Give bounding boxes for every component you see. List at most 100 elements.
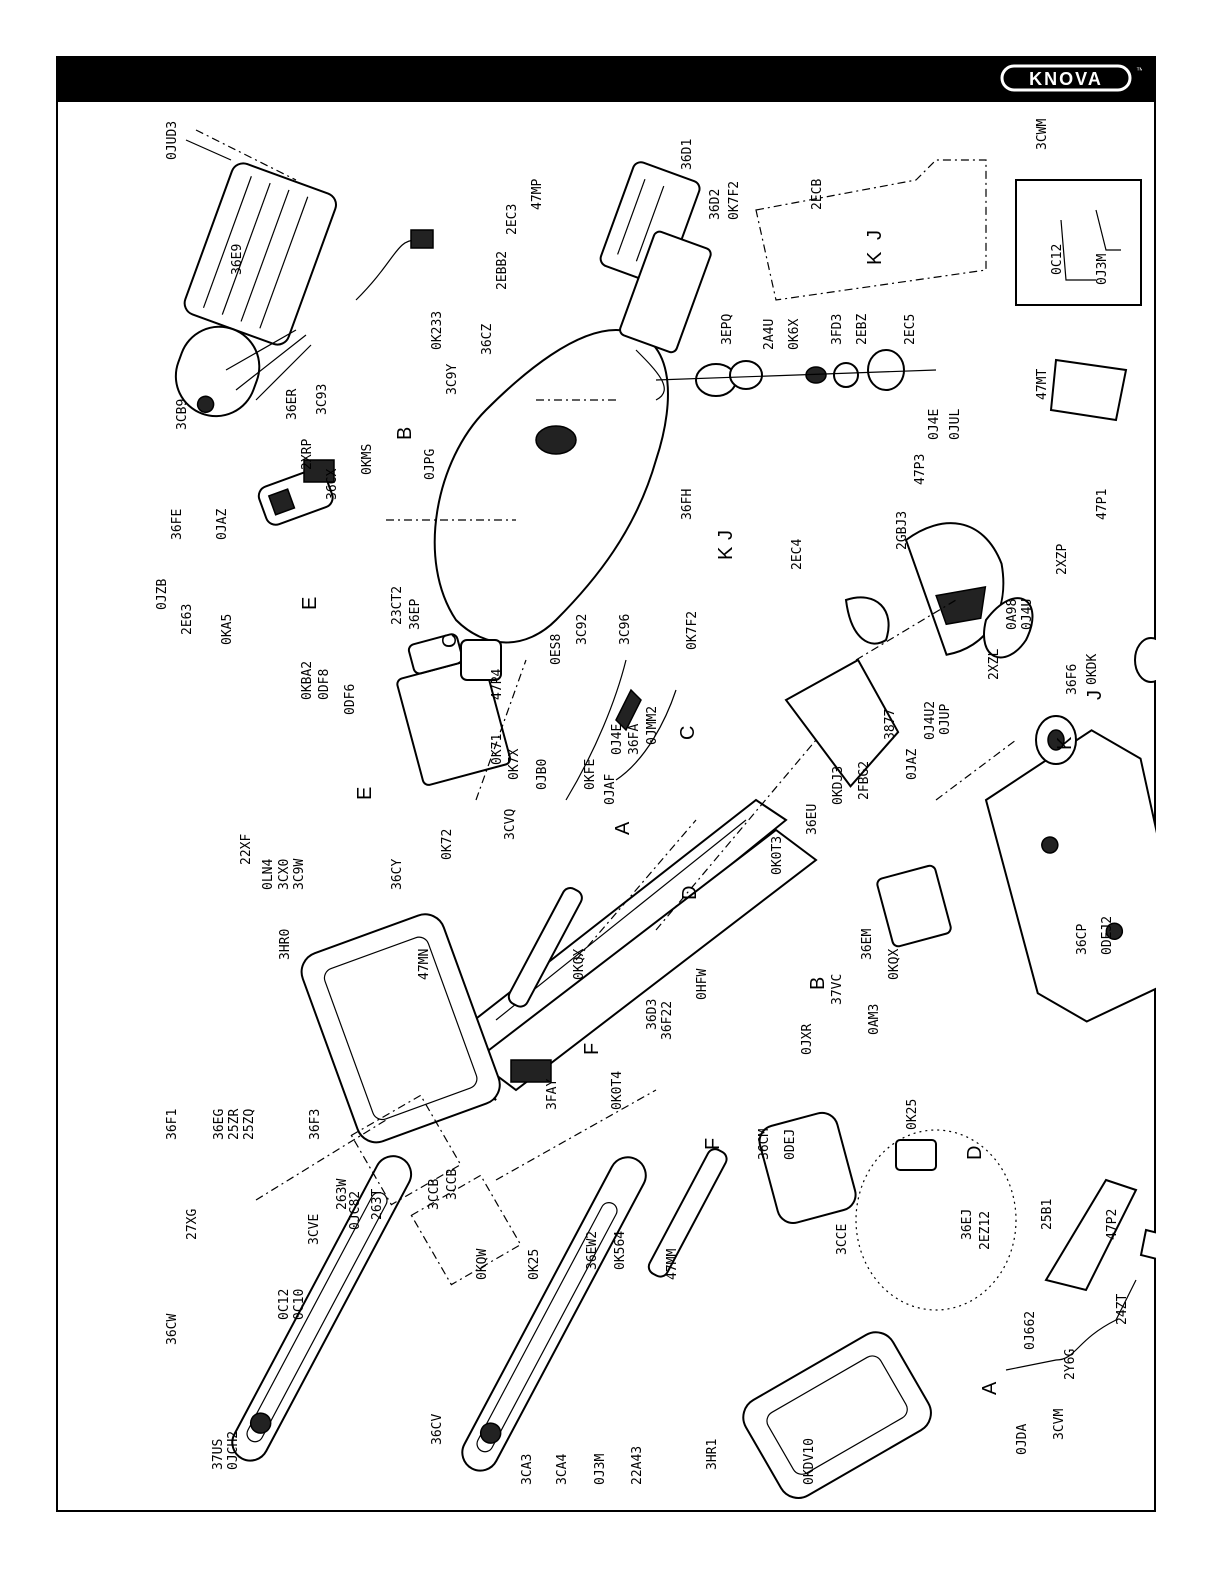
guard-bracket: [635, 349, 665, 401]
label-263W: 263W: [335, 1179, 350, 1210]
upper-guard: [433, 328, 669, 644]
label-47P3: 47P3: [913, 454, 928, 485]
letter-A-rail: A: [612, 821, 634, 835]
letter-F-rail: F: [581, 1043, 603, 1055]
label-0J4U: 0J4U: [1020, 599, 1035, 630]
label-36D1: 36D1: [680, 139, 695, 170]
label-37VC: 37VC: [830, 974, 845, 1005]
label-263T: 263T: [370, 1189, 385, 1220]
header-bar: [56, 56, 1156, 102]
plate-36EJ: [1044, 1178, 1138, 1292]
label-0J4E-a: 0J4E: [927, 409, 942, 440]
label-0JCH2: 0JCH2: [226, 1431, 241, 1470]
label-0A98: 0A98: [1005, 599, 1020, 630]
label-36CV: 36CV: [430, 1414, 445, 1445]
guard-hub: [535, 425, 577, 455]
letter-D-plate: D: [964, 1146, 986, 1160]
label-36CY: 36CY: [390, 859, 405, 890]
label-27XG: 27XG: [185, 1209, 200, 1240]
label-47MT: 47MT: [1035, 369, 1050, 400]
knob-2XZL: [1035, 715, 1077, 765]
label-2EBZ: 2EBZ: [855, 314, 870, 345]
trademark-mark: ™: [1136, 66, 1142, 75]
key-0J3M: [1095, 209, 1121, 251]
label-0LN4: 0LN4: [261, 859, 276, 890]
label-3CCB-b: 3CCB: [445, 1169, 460, 1200]
letter-J-guard: J: [715, 530, 737, 540]
spring-3C92: [615, 688, 642, 732]
label-0C10: 0C10: [292, 1289, 307, 1320]
label-36F1: 36F1: [165, 1109, 180, 1140]
bar-3HR-rail: [507, 887, 583, 1008]
label-3CVM: 3CVM: [1052, 1409, 1067, 1440]
wrench-0C12: [1060, 219, 1096, 281]
label-3C93: 3C93: [315, 384, 330, 415]
label-3CVE: 3CVE: [307, 1214, 322, 1245]
label-3CVQ: 3CVQ: [503, 809, 518, 840]
label-0KQW: 0KQW: [475, 1249, 490, 1280]
group-3CCB-b: [410, 1174, 522, 1286]
label-47MP: 47MP: [530, 179, 545, 210]
label-0K0T4: 0K0T4: [610, 1071, 625, 1110]
knob-2XZP: [1134, 637, 1156, 683]
spring-3FAY: [510, 1059, 552, 1083]
label-2ECB: 2ECB: [810, 179, 825, 210]
label-0JUD3: 0JUD3: [165, 121, 180, 160]
label-0DF8: 0DF8: [317, 669, 332, 700]
label-36CX: 36CX: [325, 469, 340, 500]
letter-K-base: K: [1054, 736, 1076, 750]
label-36D2: 36D2: [708, 189, 723, 220]
label-3C96: 3C96: [618, 614, 633, 645]
collar-2EBZ: [833, 362, 859, 388]
brand-text: KNOVA: [1029, 69, 1103, 89]
label-0JB0: 0JB0: [535, 759, 550, 790]
cable-group-2ECB: [755, 159, 987, 301]
bracket-37VC: [895, 1139, 937, 1171]
label-36F22: 36F22: [660, 1001, 675, 1040]
label-2XZL: 2XZL: [987, 649, 1002, 680]
label-0DEJ: 0DEJ: [783, 1129, 798, 1160]
label-3HR1: 3HR1: [705, 1439, 720, 1470]
label-0JUL: 0JUL: [948, 409, 963, 440]
label-3CA3: 3CA3: [520, 1454, 535, 1485]
letter-B-bracket: B: [807, 977, 829, 990]
label-36FH: 36FH: [680, 489, 695, 520]
label-0ES8: 0ES8: [549, 634, 564, 665]
label-22XF: 22XF: [239, 834, 254, 865]
callout-labels: 0JUD3 36E9 0K233 3C93 3CB9 36ER 2XRP 36C…: [155, 119, 1130, 1485]
flange-2A4U: [729, 360, 763, 390]
label-47P2: 47P2: [1105, 1209, 1120, 1240]
part-2EC4: [844, 596, 890, 645]
letter-J-cable: J: [864, 230, 886, 240]
label-0HFW: 0HFW: [695, 969, 710, 1000]
label-25ZQ: 25ZQ: [242, 1109, 257, 1140]
label-0K0T3: 0K0T3: [770, 836, 785, 875]
letter-F-cover: F: [702, 1138, 724, 1150]
label-3FAY: 3FAY: [545, 1079, 560, 1110]
cap-2EC5: [867, 349, 905, 391]
label-0K25-b: 0K25: [527, 1249, 542, 1280]
label-3C9W: 3C9W: [292, 859, 307, 890]
label-36EW2: 36EW2: [585, 1231, 600, 1270]
letter-J-base: J: [1084, 690, 1106, 700]
letter-D-rail: D: [679, 886, 701, 900]
label-2XRP: 2XRP: [300, 439, 315, 470]
label-0J662: 0J662: [1023, 1311, 1038, 1350]
label-0AM3: 0AM3: [867, 1004, 882, 1035]
label-2A4U: 2A4U: [762, 319, 777, 350]
cover-3HR1: [742, 1331, 932, 1499]
label-47P4: 47P4: [490, 669, 505, 700]
label-2E63: 2E63: [180, 604, 195, 635]
cable-3CVM: [1005, 1279, 1137, 1371]
label-0JPG: 0JPG: [423, 449, 438, 480]
label-47MN: 47MN: [417, 949, 432, 980]
label-3CCE: 3CCE: [835, 1224, 850, 1255]
label-23CT2: 23CT2: [390, 586, 405, 625]
group-3CCE: [855, 1129, 1017, 1311]
label-36ER: 36ER: [285, 389, 300, 420]
handle-36CX: [257, 467, 334, 526]
label-0KFE: 0KFE: [583, 759, 598, 790]
label-3FD3: 3FD3: [830, 314, 845, 345]
label-0JUP: 0JUP: [938, 704, 953, 735]
letter-callouts: B E C E A C D F F B D A J K J K J K: [299, 230, 1106, 1395]
